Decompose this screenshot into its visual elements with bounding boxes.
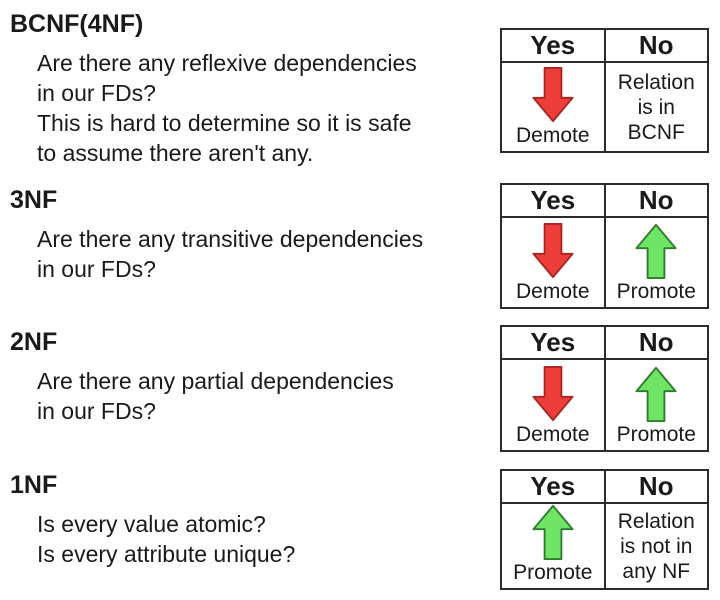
decision-table-header-row: Yes No <box>502 327 707 360</box>
arrow-label: Promote <box>616 280 696 303</box>
section-bcnf-text: BCNF(4NF) Are there any reflexive depend… <box>10 10 417 168</box>
arrow-label: Demote <box>515 280 590 303</box>
decision-table-body-row: Demote Relation is in BCNF <box>502 63 707 151</box>
yes-cell: Demote <box>502 218 606 307</box>
demote-arrow-icon <box>532 67 574 123</box>
demote-arrow-icon <box>532 366 574 422</box>
arrow-label: Demote <box>515 124 590 147</box>
result-line: is in <box>637 95 675 119</box>
question-line: to assume there aren't any. <box>37 140 314 166</box>
decision-table-3nf: Yes No Demote Promote <box>500 183 709 309</box>
yes-header-cell: Yes <box>502 327 606 358</box>
result-line: is not in <box>620 534 693 558</box>
section-3nf-text: 3NF Are there any transitive dependencie… <box>10 186 423 284</box>
promote-arrow-icon <box>532 504 574 560</box>
arrow-label: Promote <box>513 561 593 584</box>
section-heading-3nf: 3NF <box>10 186 58 214</box>
section-heading-bcnf: BCNF(4NF) <box>10 10 144 38</box>
decision-table-header-row: Yes No <box>502 185 707 218</box>
question-line: in our FDs? <box>37 398 156 424</box>
section-2nf-text: 2NF Are there any partial dependencies i… <box>10 328 394 426</box>
result-line: Relation <box>617 70 695 94</box>
decision-table-header-row: Yes No <box>502 471 707 504</box>
yes-cell: Demote <box>502 360 606 450</box>
no-header-cell: No <box>638 327 674 357</box>
no-cell: Relation is not in any NF <box>606 504 708 588</box>
decision-table-body-row: Demote Promote <box>502 360 707 450</box>
decision-table-bcnf: Yes No Demote Relation is in BCNF <box>500 28 709 153</box>
demote-arrow-icon <box>532 223 574 279</box>
question-line: This is hard to determine so it is safe <box>37 110 412 136</box>
arrow-label: Demote <box>515 423 590 446</box>
question-line: Is every attribute unique? <box>37 541 296 567</box>
decision-table-1nf: Yes No Promote Relation is not in any NF <box>500 469 709 590</box>
section-1nf-text: 1NF Is every value atomic? Is every attr… <box>10 471 295 569</box>
no-cell: Relation is in BCNF <box>606 63 708 151</box>
yes-cell: Demote <box>502 63 606 151</box>
question-line: Is every value atomic? <box>37 511 266 537</box>
decision-table-2nf: Yes No Demote Promote <box>500 325 709 452</box>
result-line: Relation <box>617 509 695 533</box>
no-cell: Promote <box>606 360 708 450</box>
question-line: Are there any partial dependencies <box>37 368 394 394</box>
yes-header-cell: Yes <box>502 471 606 502</box>
decision-table-body-row: Demote Promote <box>502 218 707 307</box>
yes-header-cell: Yes <box>502 185 606 216</box>
question-line: in our FDs? <box>37 80 156 106</box>
yes-cell: Promote <box>502 504 606 588</box>
question-line: in our FDs? <box>37 256 156 282</box>
result-line: BCNF <box>627 120 685 144</box>
question-line: Are there any reflexive dependencies <box>37 50 417 76</box>
no-header-cell: No <box>638 471 674 501</box>
arrow-label: Promote <box>616 423 696 446</box>
section-heading-1nf: 1NF <box>10 471 58 499</box>
no-header-cell: No <box>638 185 674 215</box>
promote-arrow-icon <box>635 223 677 279</box>
question-line: Are there any transitive dependencies <box>37 226 424 252</box>
result-line: any NF <box>622 559 691 583</box>
decision-table-body-row: Promote Relation is not in any NF <box>502 504 707 588</box>
section-heading-2nf: 2NF <box>10 328 58 356</box>
promote-arrow-icon <box>635 366 677 422</box>
decision-table-header-row: Yes No <box>502 30 707 63</box>
no-cell: Promote <box>606 218 708 307</box>
yes-header-cell: Yes <box>502 30 606 61</box>
no-header-cell: No <box>638 30 674 60</box>
